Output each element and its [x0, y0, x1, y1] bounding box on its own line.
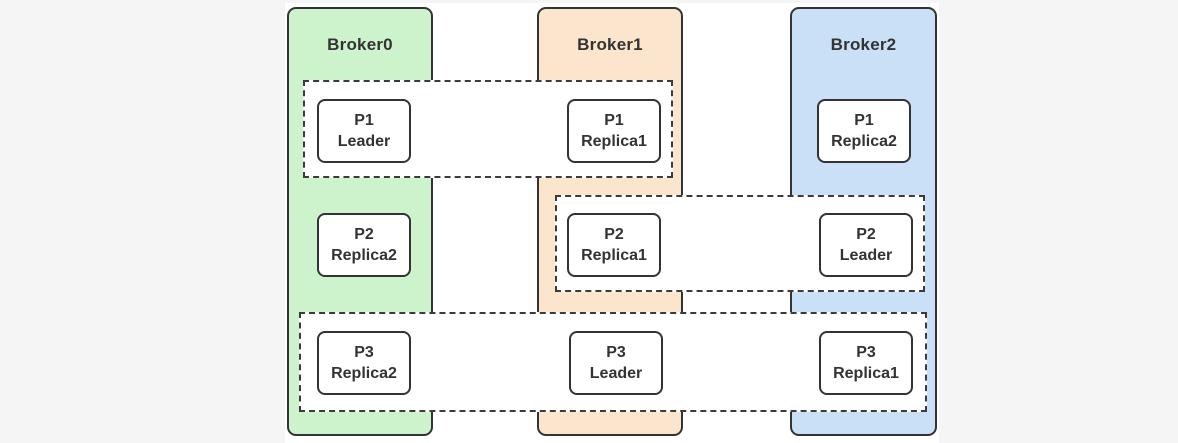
- partition-box-p1-replica1: P1 Replica1: [567, 99, 661, 163]
- broker-0-label: Broker0: [327, 35, 393, 54]
- partition-role: Replica1: [581, 133, 647, 150]
- partition-box-p2-replica1: P2 Replica1: [567, 213, 661, 277]
- partition-role: Replica1: [581, 247, 647, 264]
- partition-box-p1-leader: P1 Leader: [317, 99, 411, 163]
- partition-id: P2: [354, 226, 374, 243]
- partition-box-p2-leader: P2 Leader: [819, 213, 913, 277]
- partition-box-p3-leader: P3 Leader: [569, 331, 663, 395]
- partition-box-p2-replica2: P2 Replica2: [317, 213, 411, 277]
- partition-id: P2: [604, 226, 624, 243]
- partition-id: P3: [354, 344, 374, 361]
- partition-role: Replica2: [831, 133, 897, 150]
- partition-box-p1-replica2: P1 Replica2: [817, 99, 911, 163]
- partition-role: Leader: [839, 247, 893, 264]
- partition-id: P1: [604, 112, 624, 129]
- partition-box-p3-replica1: P3 Replica1: [819, 331, 913, 395]
- partition-id: P1: [854, 112, 874, 129]
- partition-role: Replica2: [331, 247, 397, 264]
- partition-role: Leader: [589, 365, 643, 382]
- partition-id: P3: [606, 344, 626, 361]
- broker-2-label: Broker2: [830, 35, 897, 54]
- partition-box-p3-replica2: P3 Replica2: [317, 331, 411, 395]
- broker-1-label: Broker1: [577, 35, 643, 54]
- partition-role: Replica1: [833, 365, 899, 382]
- partition-role: Replica2: [331, 365, 397, 382]
- partition-id: P1: [354, 112, 374, 129]
- partition-id: P2: [856, 226, 876, 243]
- partition-id: P3: [856, 344, 876, 361]
- partition-role: Leader: [337, 133, 391, 150]
